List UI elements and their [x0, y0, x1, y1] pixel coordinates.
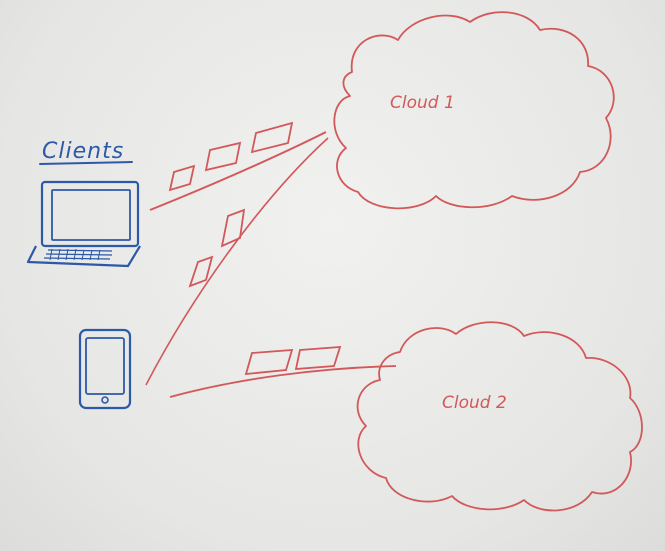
link-laptop-cloud1 [149, 131, 327, 211]
cloud-2-label: Cloud 2 [442, 393, 507, 413]
clients-label: Clients [42, 139, 124, 164]
link-phone-cloud1 [145, 137, 329, 386]
cloud-1-label: Cloud 1 [390, 93, 455, 113]
laptop-icon [26, 180, 141, 268]
packet-icon [244, 349, 294, 376]
packet-icon [220, 208, 246, 248]
packet-icon [204, 141, 242, 172]
packet-icon [294, 346, 342, 370]
cloud-2-icon [356, 321, 643, 512]
packet-icon [188, 255, 214, 288]
link-phone-cloud2 [169, 365, 397, 398]
packet-icon [250, 121, 294, 154]
phone-icon [78, 328, 132, 410]
cloud-1-icon [333, 11, 615, 210]
packet-icon [168, 164, 196, 192]
clients-underline [39, 161, 133, 165]
